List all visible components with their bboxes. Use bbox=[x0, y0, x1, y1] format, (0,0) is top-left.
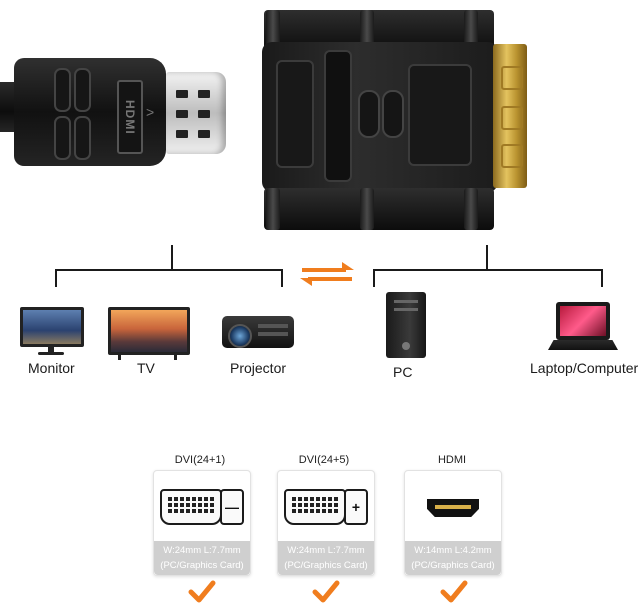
port-card-hdmi: W:14mm L:4.2mm (PC/Graphics Card) bbox=[404, 470, 502, 576]
dvi-bottom-bracket bbox=[264, 188, 494, 230]
port-spec-use: (PC/Graphics Card) bbox=[284, 560, 368, 571]
dvi-pin-block bbox=[160, 489, 222, 525]
device-label-projector: Projector bbox=[230, 360, 287, 376]
plug-hole bbox=[176, 110, 188, 118]
tree-branch bbox=[373, 269, 375, 287]
plug-hole bbox=[198, 90, 210, 98]
arrow-icon: > bbox=[146, 104, 155, 120]
device-label-monitor: Monitor bbox=[28, 360, 75, 376]
plug-hole bbox=[176, 90, 188, 98]
gold-pin bbox=[501, 66, 523, 90]
checkmark-icon bbox=[440, 580, 468, 603]
dvi-adapter-body bbox=[262, 42, 498, 192]
tv-icon bbox=[108, 307, 190, 360]
hdmi-plug bbox=[166, 72, 226, 154]
tree-branch bbox=[55, 269, 57, 287]
plug-hole bbox=[176, 130, 188, 138]
port-card-dvi-24-1: — W:24mm L:7.7mm (PC/Graphics Card) bbox=[153, 470, 251, 576]
device-label-laptop: Laptop/Computer bbox=[530, 360, 639, 376]
screw-icon bbox=[464, 10, 478, 52]
port-spec: W:14mm L:4.2mm (PC/Graphics Card) bbox=[405, 541, 501, 575]
grip-ridge bbox=[74, 68, 91, 112]
dvi-pin-block bbox=[284, 489, 346, 525]
dvi-cross-pin-icon: + bbox=[344, 489, 368, 525]
port-spec-use: (PC/Graphics Card) bbox=[160, 560, 244, 571]
hdmi-connector-body bbox=[14, 58, 166, 166]
gold-pin bbox=[501, 144, 523, 168]
device-label-tv: TV bbox=[137, 360, 155, 376]
side-panel bbox=[408, 64, 472, 166]
hdmi-port-icon bbox=[427, 499, 479, 517]
laptop-icon bbox=[548, 302, 620, 354]
center-seam bbox=[324, 50, 352, 182]
plug-hole bbox=[198, 130, 210, 138]
screw-icon bbox=[464, 188, 478, 230]
monitor-icon bbox=[20, 307, 84, 355]
port-spec-size: W:24mm L:7.7mm bbox=[163, 545, 241, 556]
dvi-flat-pin-icon: — bbox=[220, 489, 244, 525]
grip-oval bbox=[382, 90, 404, 138]
screw-icon bbox=[266, 188, 280, 230]
grip-oval bbox=[358, 90, 380, 138]
port-title-dvi-24-1: DVI(24+1) bbox=[174, 454, 226, 466]
plug-hole bbox=[198, 110, 210, 118]
port-spec: W:24mm L:7.7mm (PC/Graphics Card) bbox=[154, 541, 250, 575]
port-card-dvi-24-5: + W:24mm L:7.7mm (PC/Graphics Card) bbox=[277, 470, 375, 576]
port-spec-use: (PC/Graphics Card) bbox=[411, 560, 495, 571]
screw-icon bbox=[360, 10, 374, 52]
port-spec-size: W:24mm L:7.7mm bbox=[287, 545, 365, 556]
tree-bar-left bbox=[55, 269, 283, 271]
tree-stem-left bbox=[171, 245, 173, 270]
tree-stem-right bbox=[486, 245, 488, 270]
grip-ridge bbox=[54, 116, 71, 160]
port-spec-size: W:14mm L:4.2mm bbox=[414, 545, 492, 556]
tree-branch bbox=[281, 269, 283, 287]
grip-ridge bbox=[54, 68, 71, 112]
side-panel bbox=[276, 60, 314, 168]
screw-icon bbox=[266, 10, 280, 52]
port-spec: W:24mm L:7.7mm (PC/Graphics Card) bbox=[278, 541, 374, 575]
checkmark-icon bbox=[312, 580, 340, 603]
screw-icon bbox=[360, 188, 374, 230]
tree-bar-right bbox=[373, 269, 603, 271]
checkmark-icon bbox=[188, 580, 216, 603]
port-title-hdmi: HDMI bbox=[437, 454, 467, 466]
bidirectional-arrow-icon bbox=[300, 262, 354, 286]
pc-tower-icon bbox=[384, 292, 432, 360]
port-title-dvi-24-5: DVI(24+5) bbox=[298, 454, 350, 466]
dvi-gold-contacts bbox=[493, 44, 527, 188]
hdmi-logo: HDMI bbox=[117, 80, 143, 154]
projector-icon bbox=[218, 310, 300, 352]
gold-pin bbox=[501, 106, 523, 130]
tree-branch bbox=[601, 269, 603, 287]
grip-ridge bbox=[74, 116, 91, 160]
device-label-pc: PC bbox=[393, 364, 413, 380]
